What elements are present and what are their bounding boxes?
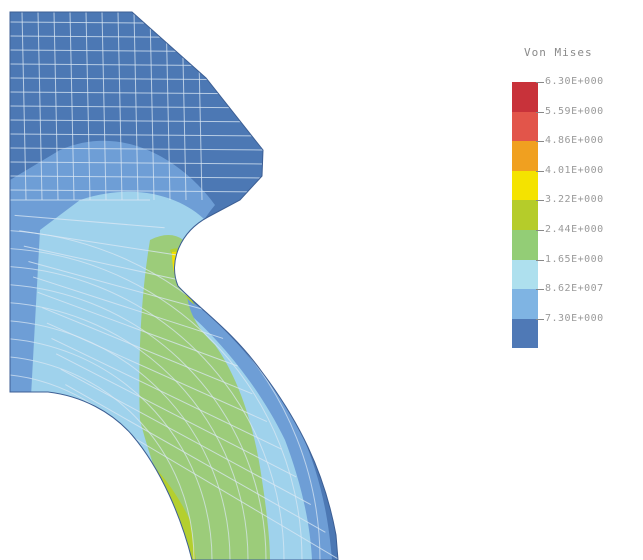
mesh-line <box>69 12 75 201</box>
legend-label: 5.59E+000 <box>545 105 604 117</box>
legend-band <box>512 318 538 349</box>
mesh-line <box>55 353 297 478</box>
legend-band <box>512 259 538 290</box>
mesh-line <box>10 119 271 123</box>
legend-title: Von Mises <box>524 46 593 59</box>
mesh-line <box>101 12 107 201</box>
legend-label: 4.86E+000 <box>545 135 604 147</box>
legend-tick <box>536 230 544 231</box>
mesh-line <box>28 261 209 312</box>
legend-color-bar <box>512 82 538 349</box>
mesh-line <box>23 245 194 284</box>
mesh-arc <box>10 283 267 560</box>
mesh-line <box>37 291 238 367</box>
mesh-line <box>10 105 271 109</box>
mesh-line <box>65 384 326 533</box>
mesh-arc <box>10 337 213 560</box>
legend-band <box>512 229 538 260</box>
legend-label: 3.22E+000 <box>545 194 604 206</box>
legend-tick <box>536 289 544 291</box>
legend-tick <box>536 141 544 143</box>
legend-tick <box>536 200 544 202</box>
legend-band <box>512 111 538 142</box>
legend-label: 7.30E+000 <box>545 312 604 324</box>
mesh-arc <box>10 355 195 560</box>
legend-band <box>512 289 538 319</box>
mesh-line <box>133 12 139 201</box>
mesh-arc <box>10 301 249 560</box>
legend-label: 6.30E+000 <box>545 76 604 87</box>
mesh-arc <box>10 409 141 560</box>
mesh-line <box>149 12 155 201</box>
mesh-arc <box>10 265 285 560</box>
legend-band <box>512 200 538 230</box>
mesh-line <box>10 133 271 137</box>
mesh-arc <box>10 319 231 560</box>
mesh-line <box>42 307 253 395</box>
mesh-line <box>21 12 27 201</box>
stress-contours <box>10 12 338 560</box>
mesh-line <box>10 189 271 193</box>
legend-label: 1.65E+000 <box>545 253 604 265</box>
mesh-line <box>37 12 43 201</box>
mesh-line <box>32 276 224 339</box>
legend-label: 2.44E+000 <box>545 224 604 235</box>
mesh-line <box>60 368 312 506</box>
mesh-line <box>53 12 59 201</box>
mesh-line <box>10 175 271 179</box>
legend-tick <box>536 111 544 113</box>
contour-mid-region <box>139 235 270 560</box>
legend-tick <box>536 170 544 172</box>
legend-band <box>512 82 538 112</box>
legend-tick <box>536 259 544 261</box>
legend-label: 8.62E+007 <box>545 283 604 295</box>
mesh-line <box>10 161 271 165</box>
legend-tick <box>536 82 544 83</box>
mesh-line <box>117 12 123 201</box>
mesh-arc <box>10 247 303 560</box>
legend-band <box>512 141 538 171</box>
mesh-line <box>10 147 271 151</box>
legend-label: 4.01E+000 <box>545 164 604 176</box>
mesh-line <box>51 338 282 450</box>
legend-band <box>512 170 538 201</box>
mesh-line <box>85 12 91 201</box>
legend-tick <box>536 318 544 320</box>
mesh-line <box>14 214 165 229</box>
